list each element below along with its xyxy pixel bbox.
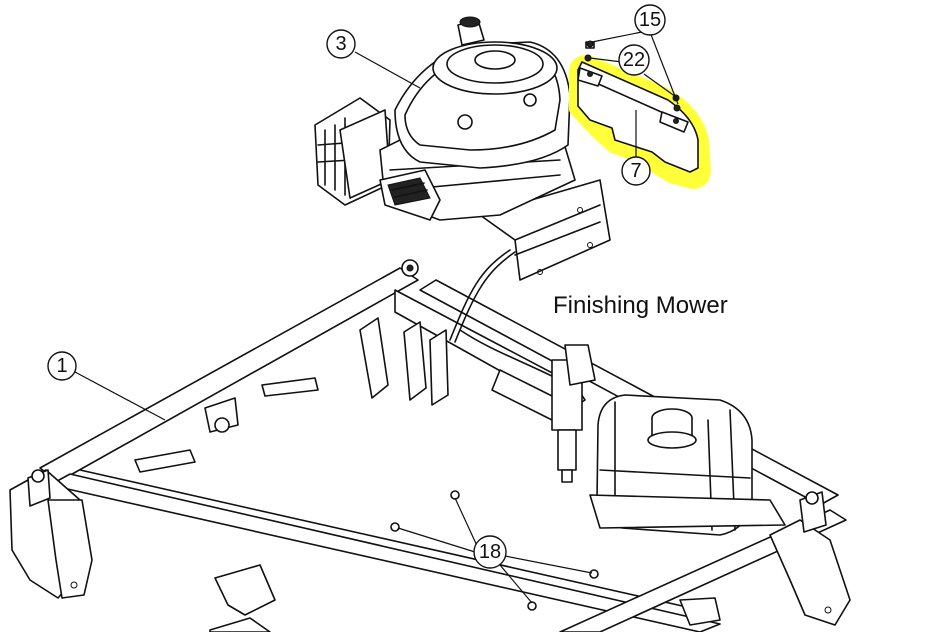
highlighted-shield xyxy=(569,55,711,189)
callout-15-label: 15 xyxy=(639,9,661,31)
callout-1-label: 1 xyxy=(56,355,67,377)
callout-18-label: 18 xyxy=(479,541,501,563)
callout-18: 18 xyxy=(473,535,507,569)
callout-15: 15 xyxy=(634,4,666,36)
callout-1: 1 xyxy=(47,351,77,381)
callout-3-label: 3 xyxy=(335,33,346,55)
engine xyxy=(314,16,611,281)
callout-7: 7 xyxy=(621,156,651,186)
diagram-caption: Finishing Mower xyxy=(553,292,728,319)
callout-3: 3 xyxy=(326,29,356,59)
callout-22: 22 xyxy=(618,44,650,76)
leader-lines xyxy=(74,31,679,604)
fuel-tank xyxy=(449,249,786,536)
callout-7-label: 7 xyxy=(630,160,641,182)
fasteners xyxy=(390,40,681,611)
callout-22-label: 22 xyxy=(623,49,645,71)
